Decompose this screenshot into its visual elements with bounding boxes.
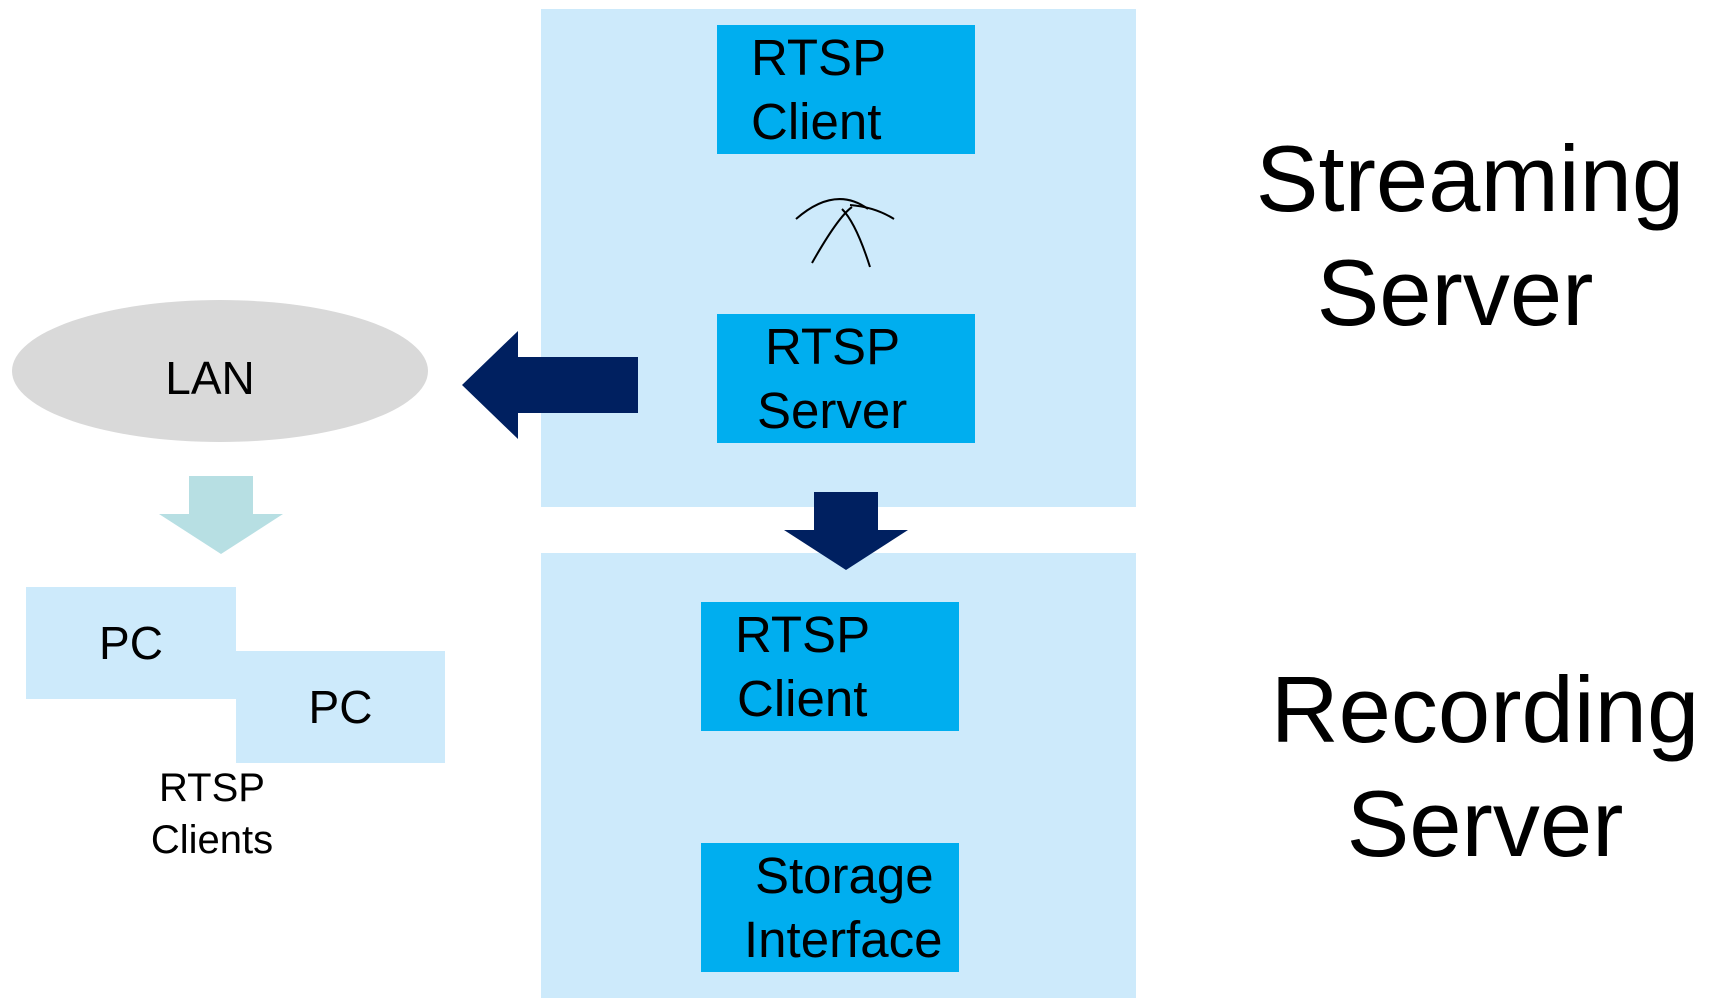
pc-box-2: PC — [236, 651, 445, 763]
lan-label-text: LAN — [165, 352, 255, 404]
arrow-to-lan — [462, 331, 638, 439]
lan-label: LAN — [110, 348, 310, 408]
pc-box-1: PC — [26, 587, 236, 699]
lan-ellipse — [12, 300, 428, 442]
recording-rtsp-client-line2: Client — [737, 669, 868, 727]
recording-rtsp-client-line1: RTSP — [735, 605, 871, 663]
rtsp-clients-line2: Clients — [150, 818, 274, 862]
pc-label-2: PC — [308, 681, 373, 733]
streaming-rtsp-client-line1: RTSP — [751, 28, 887, 86]
recording-storage-interface-box: Storage Interface — [701, 843, 959, 972]
recording-server-title: Recording Server — [1260, 653, 1710, 881]
streaming-title-line1: Streaming — [1255, 126, 1685, 231]
streaming-rtsp-client-line2: Client — [751, 92, 882, 150]
streaming-rtsp-client-box: RTSP Client — [717, 25, 975, 154]
rtsp-clients-line1: RTSP — [159, 766, 265, 810]
arrow-to-recording — [784, 492, 908, 570]
rtsp-clients-label: RTSP Clients — [112, 762, 312, 866]
recording-title-line1: Recording — [1270, 657, 1700, 762]
loopback-connector — [795, 198, 895, 268]
recording-title-line2: Server — [1346, 771, 1624, 876]
arrow-to-clients — [159, 476, 283, 554]
streaming-server-title: Streaming Server — [1240, 122, 1700, 350]
streaming-title-line2: Server — [1316, 240, 1594, 345]
pc-label-1: PC — [99, 617, 163, 669]
storage-interface-line2: Interface — [744, 910, 943, 968]
storage-interface-line1: Storage — [755, 846, 934, 904]
recording-rtsp-client-box: RTSP Client — [701, 602, 959, 731]
streaming-rtsp-server-line1: RTSP — [765, 317, 901, 375]
streaming-rtsp-server-box: RTSP Server — [717, 314, 975, 443]
streaming-rtsp-server-line2: Server — [757, 381, 908, 439]
